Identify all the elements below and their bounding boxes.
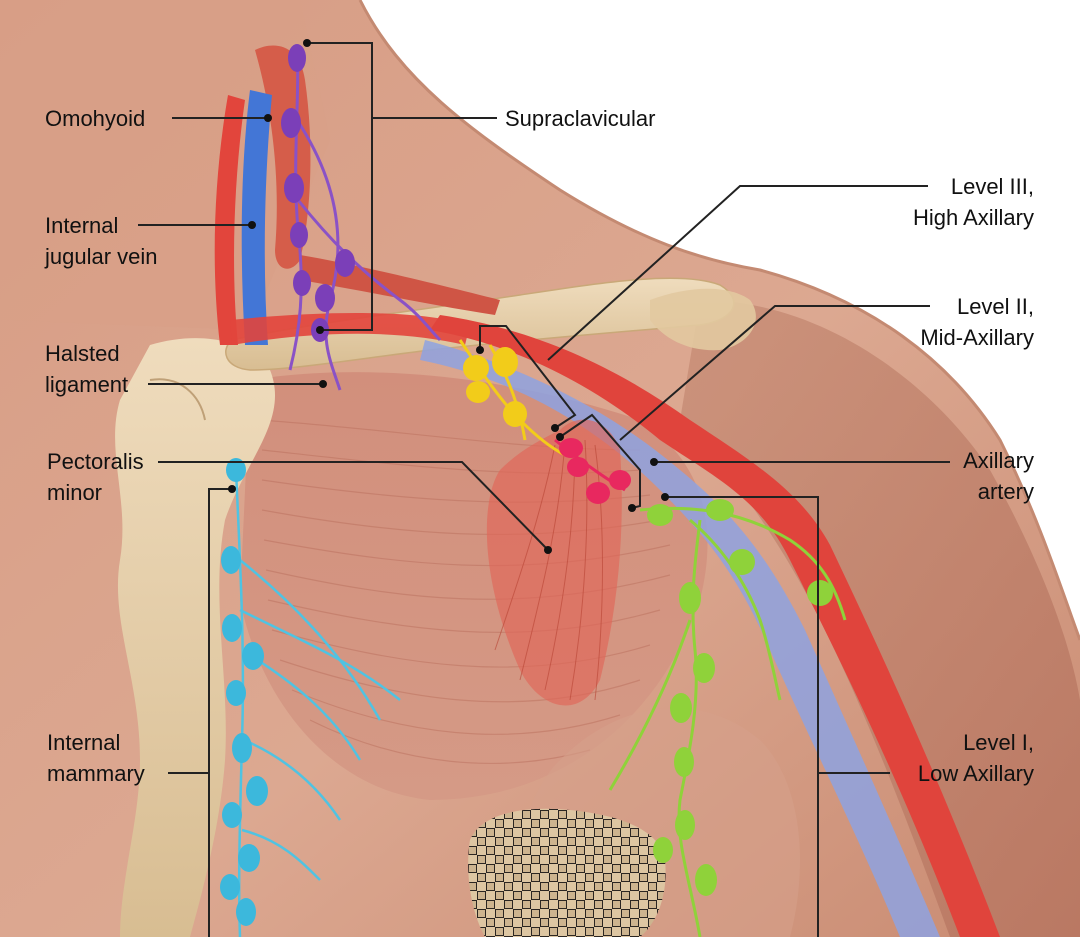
label-line: Level II, — [956, 294, 1034, 319]
label-omohyoid-text: Omohyoid — [45, 106, 146, 131]
label-line: artery — [977, 479, 1034, 504]
label-supraclavicular: Supraclavicular — [505, 103, 655, 134]
label-line: ligament — [45, 372, 129, 397]
label-axillary-artery: Axillary artery — [963, 445, 1034, 507]
label-level-iii: Level III, High Axillary — [913, 171, 1034, 233]
label-line: High Axillary — [912, 205, 1034, 230]
label-line: jugular vein — [45, 244, 158, 269]
label-line: minor — [47, 480, 103, 505]
label-halsted-ligament: Halsted ligament — [45, 338, 128, 400]
label-line: Halsted — [45, 341, 120, 366]
label-line: Axillary — [963, 448, 1034, 473]
label-supraclavicular-text: Supraclavicular — [505, 106, 656, 131]
label-line: Low Axillary — [917, 761, 1034, 786]
label-level-ii: Level II, Mid-Axillary — [920, 291, 1034, 353]
label-line: Level III, — [950, 174, 1034, 199]
label-level-i: Level I, Low Axillary — [918, 727, 1034, 789]
label-line: mammary — [47, 761, 145, 786]
label-line: Pectoralis — [47, 449, 144, 474]
label-line: Level I, — [963, 730, 1034, 755]
label-internal-jugular-vein: Internal jugular vein — [45, 210, 158, 272]
label-omohyoid: Omohyoid — [45, 103, 145, 134]
label-pectoralis-minor: Pectoralis minor — [47, 446, 144, 508]
label-line: Internal — [45, 213, 119, 238]
label-internal-mammary: Internal mammary — [47, 727, 145, 789]
label-line: Mid-Axillary — [920, 325, 1034, 350]
label-line: Internal — [47, 730, 121, 755]
